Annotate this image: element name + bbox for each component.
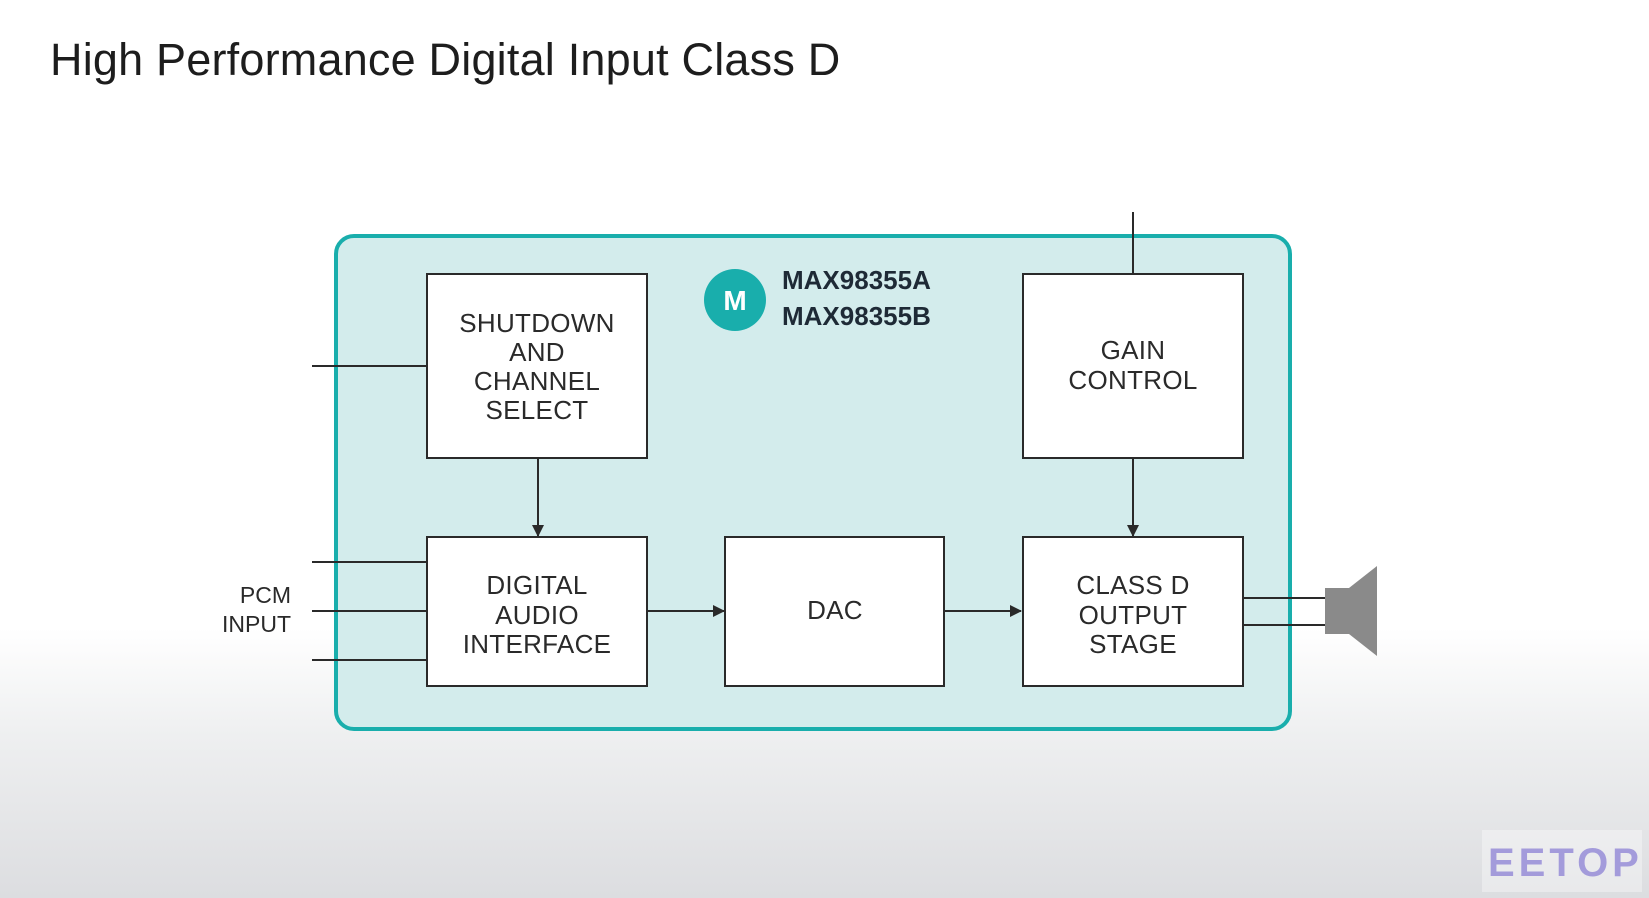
svg-text:AND: AND (509, 337, 565, 367)
svg-text:CONTROL: CONTROL (1068, 365, 1197, 395)
gain-control-block: GAIN CONTROL (1022, 273, 1244, 459)
maxim-logo-icon: M (704, 269, 766, 331)
watermark-logo: EETOP (1482, 830, 1643, 892)
svg-text:DIGITAL: DIGITAL (486, 570, 587, 600)
speaker-icon (1325, 566, 1377, 656)
svg-text:DAC: DAC (807, 595, 863, 625)
svg-text:SELECT: SELECT (486, 395, 589, 425)
svg-text:M: M (723, 285, 746, 316)
pcm-input-label-line-2: INPUT (222, 611, 291, 637)
class-d-output-stage-block: CLASS D OUTPUT STAGE (1022, 536, 1244, 687)
svg-text:CHANNEL: CHANNEL (474, 366, 600, 396)
svg-text:AUDIO: AUDIO (495, 600, 579, 630)
page-title: High Performance Digital Input Class D (50, 34, 841, 85)
svg-text:GAIN: GAIN (1101, 335, 1166, 365)
svg-text:OUTPUT: OUTPUT (1079, 600, 1188, 630)
shutdown-block: SHUTDOWN AND CHANNEL SELECT (426, 273, 648, 459)
svg-text:CLASS D: CLASS D (1076, 570, 1189, 600)
digital-audio-interface-block: DIGITAL AUDIO INTERFACE (426, 536, 648, 687)
svg-text:STAGE: STAGE (1089, 629, 1177, 659)
svg-text:EETOP: EETOP (1488, 841, 1643, 885)
pcm-input-label-line-1: PCM (240, 582, 291, 608)
svg-text:INTERFACE: INTERFACE (463, 629, 612, 659)
dac-block: DAC (724, 536, 945, 687)
part-number-b: MAX98355B (782, 301, 931, 331)
svg-text:SHUTDOWN: SHUTDOWN (459, 308, 615, 338)
part-number-a: MAX98355A (782, 265, 931, 295)
